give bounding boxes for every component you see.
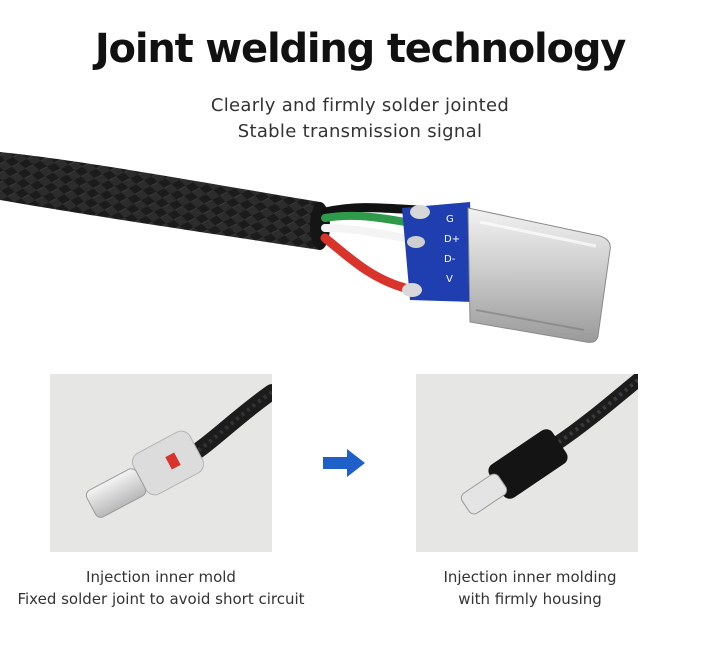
braided-cable bbox=[0, 152, 320, 250]
wire-white bbox=[321, 224, 420, 244]
right-caption-line-2: with firmly housing bbox=[458, 590, 602, 608]
right-caption: Injection inner molding with firmly hous… bbox=[380, 566, 680, 610]
left-caption: Injection inner mold Fixed solder joint … bbox=[0, 566, 322, 610]
subtitle-line-2: Stable transmission signal bbox=[237, 121, 483, 142]
pcb-board bbox=[402, 202, 474, 302]
pcb-label-v: V bbox=[446, 274, 453, 285]
hero-cable-illustration: G D+ D- V bbox=[0, 150, 720, 350]
subtitle-line-1: Clearly and firmly solder jointed bbox=[210, 95, 510, 116]
left-caption-line-2: Fixed solder joint to avoid short circui… bbox=[17, 590, 305, 608]
right-caption-line-1: Injection inner molding bbox=[443, 568, 617, 586]
left-caption-line-1: Injection inner mold bbox=[86, 568, 236, 586]
page-title: Joint welding technology bbox=[94, 26, 626, 72]
pcb-label-g: G bbox=[446, 214, 454, 225]
inner-molding-photo bbox=[416, 374, 638, 552]
wire-red bbox=[320, 233, 410, 293]
arrow-right-icon bbox=[323, 449, 365, 477]
inner-mold-photo bbox=[50, 374, 272, 552]
pcb-label-dminus: D- bbox=[444, 254, 456, 265]
pcb-label-dplus: D+ bbox=[444, 234, 460, 245]
